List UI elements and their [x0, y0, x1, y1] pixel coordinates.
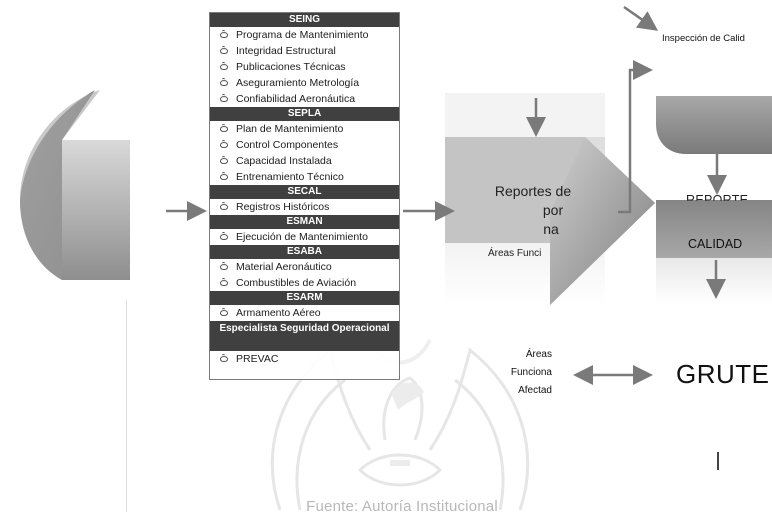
source-caption: Fuente: Autoría Institucional [306, 498, 498, 515]
list-item: Control Componentes [210, 137, 399, 153]
list-item-label: Ejecución de Mantenimiento [236, 231, 368, 243]
reports-text: Reportes de por na [478, 182, 588, 239]
reports-line-1: Reportes de [494, 183, 572, 199]
list-item-label: Armamento Aéreo [236, 307, 321, 319]
bullet-icon [220, 140, 228, 148]
section-header: ESABA [210, 245, 399, 259]
list-item: Integridad Estructural [210, 43, 399, 59]
list-item: Combustibles de Aviación [210, 275, 399, 291]
list-item: Publicaciones Técnicas [210, 59, 399, 75]
list-item-label: Programa de Mantenimiento [236, 29, 369, 41]
list-item: Material Aeronáutico [210, 259, 399, 275]
list-item: PREVAC [210, 351, 399, 367]
list-item-label: Entrenamiento Técnico [236, 171, 344, 183]
areas-line-3: Afectad [518, 385, 552, 396]
bullet-icon [220, 308, 228, 316]
bullet-icon [220, 94, 228, 102]
bullet-icon [220, 78, 228, 86]
areas-line-2: Funciona [510, 367, 552, 378]
eagle-emblem-watermark [270, 339, 530, 511]
list-item-label: Capacidad Instalada [236, 155, 332, 167]
list-item: Armamento Aéreo [210, 305, 399, 321]
reports-area-label: Áreas Funci [488, 248, 542, 259]
list-item-label: Plan de Mantenimiento [236, 123, 344, 135]
list-item: Confiabilidad Aeronáutica [210, 91, 399, 107]
inspeccion-label: Inspección de Calid [662, 33, 745, 44]
bullet-icon [220, 46, 228, 54]
list-item-label: Combustibles de Aviación [236, 277, 357, 289]
list-item: Plan de Mantenimiento [210, 121, 399, 137]
areas-line-1: Áreas [525, 349, 552, 360]
grute-label: GRUTE [676, 359, 770, 389]
calidad-box [656, 200, 772, 260]
section-header: ESMAN [210, 215, 399, 229]
grute-connector-line [717, 452, 719, 470]
reports-line-2: por [542, 202, 564, 218]
list-item: Aseguramiento Metrología [210, 75, 399, 91]
list-item-label: PREVAC [236, 353, 279, 365]
bullet-icon [220, 354, 228, 362]
calidad-label: CALIDAD [688, 237, 743, 251]
list-item-label: Confiabilidad Aeronáutica [236, 93, 356, 105]
reporte-label: REPORTE [686, 193, 749, 207]
bullet-icon [220, 156, 228, 164]
bullet-icon [220, 278, 228, 286]
section-header: SECAL [210, 185, 399, 199]
bullet-icon [220, 172, 228, 180]
arrow-top-to-inspeccion [623, 5, 659, 31]
list-item-label: Registros Históricos [236, 201, 330, 213]
right-top-shape [656, 96, 772, 154]
bullet-icon [220, 124, 228, 132]
areas-afectadas-label: Áreas Funciona Afectad [500, 346, 552, 400]
calidad-fade [656, 258, 772, 304]
left-grey-shape [20, 90, 130, 280]
bullet-icon [220, 30, 228, 38]
bullet-icon [220, 262, 228, 270]
left-divider-line [126, 300, 127, 512]
bullet-icon [220, 232, 228, 240]
list-item: Programa de Mantenimiento [210, 27, 399, 43]
list-item: Ejecución de Mantenimiento [210, 229, 399, 245]
reports-line-3: na [543, 221, 559, 237]
section-header: SEING [210, 13, 399, 27]
list-item-label: Material Aeronáutico [236, 261, 332, 273]
list-item-label: Aseguramiento Metrología [236, 77, 360, 89]
list-item: Entrenamiento Técnico [210, 169, 399, 185]
list-item-label: Publicaciones Técnicas [236, 61, 346, 73]
section-header: SEPLA [210, 107, 399, 121]
list-item: Capacidad Instalada [210, 153, 399, 169]
bullet-icon [220, 202, 228, 210]
list-item: Registros Históricos [210, 199, 399, 215]
list-item-label: Control Componentes [236, 139, 339, 151]
list-item-label: Integridad Estructural [236, 45, 336, 57]
section-header: Especialista Seguridad Operacional [210, 321, 399, 351]
bullet-icon [220, 62, 228, 70]
section-header: ESARM [210, 291, 399, 305]
